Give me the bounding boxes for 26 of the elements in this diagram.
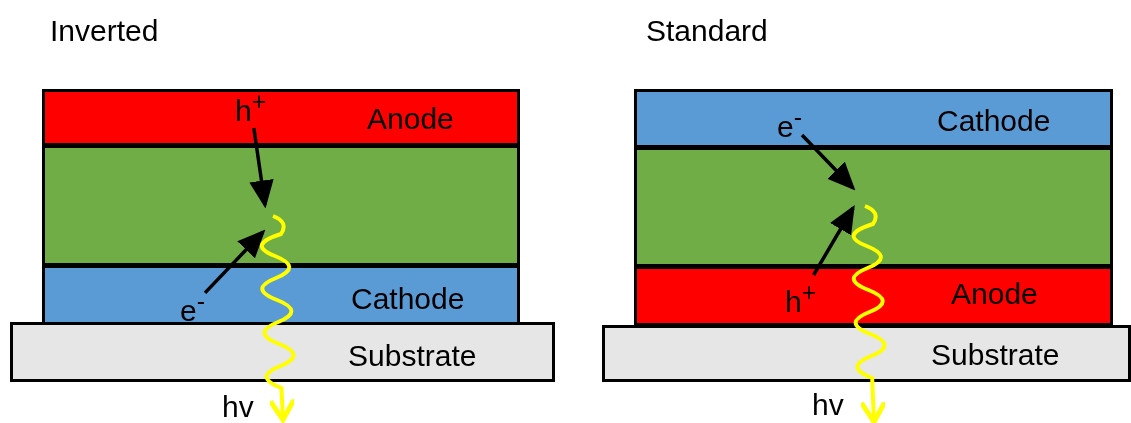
panel-heading: Inverted: [50, 14, 159, 48]
cathode-layer: [634, 89, 1113, 148]
panel-heading: Standard: [646, 14, 768, 48]
charge-label: e$^{-}$: [180, 284, 205, 328]
charge-label: e$^{-}$: [777, 100, 802, 144]
layer-label: Cathode: [937, 104, 1051, 138]
cathode-layer: [42, 265, 520, 325]
edge-label: hv: [222, 390, 254, 423]
active-layer: [42, 145, 520, 266]
light-wave-arrow: [851, 204, 888, 423]
substrate-layer: [602, 325, 1131, 382]
active-layer: [634, 147, 1113, 267]
charge-label: h$^{+}$: [785, 275, 817, 319]
substrate-layer: [10, 322, 555, 382]
charge-label: h$^{+}$: [235, 84, 267, 128]
layer-label: Anode: [951, 277, 1038, 311]
anode-layer: [42, 89, 520, 146]
light-wave-arrow: [260, 214, 297, 423]
layer-label: Anode: [367, 102, 454, 136]
anode-layer: [634, 266, 1113, 326]
arrow: [203, 229, 266, 295]
edge-label: hv: [812, 388, 844, 422]
layer-label: Substrate: [348, 339, 477, 373]
layer-label: Cathode: [351, 282, 465, 316]
arrow: [249, 127, 274, 209]
layer-label: Substrate: [931, 338, 1060, 372]
